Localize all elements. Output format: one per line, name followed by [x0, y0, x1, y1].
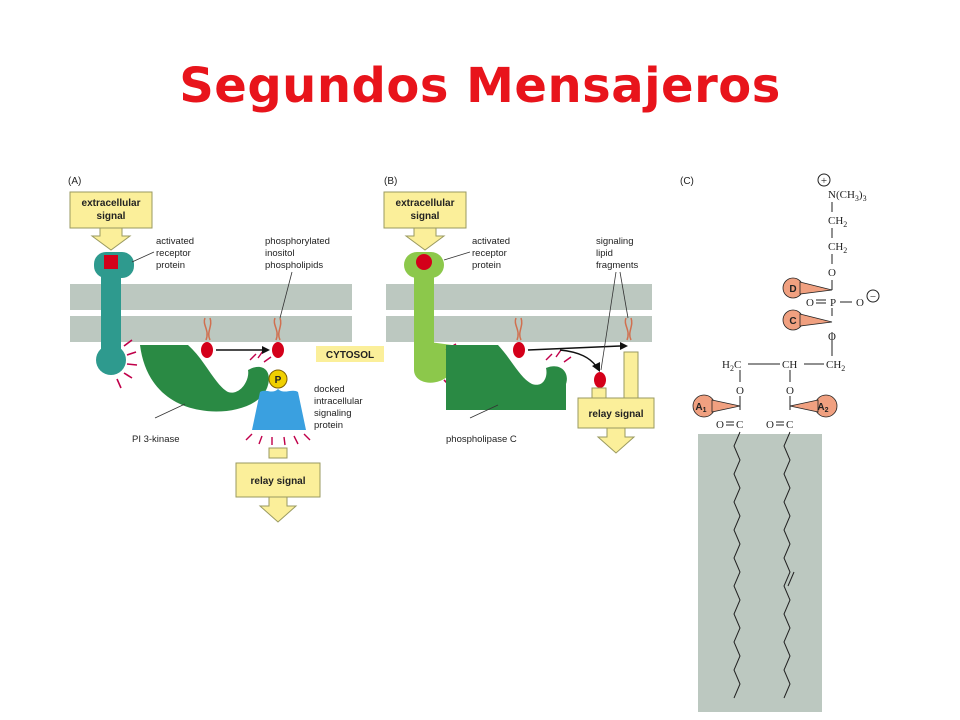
lipid-fragment-tail — [624, 317, 633, 341]
phosphorus: P — [830, 297, 836, 309]
phosphorylated-lipid-a — [272, 317, 284, 358]
hydrophobic-region — [698, 434, 822, 712]
carbonyl-o-left: O — [716, 419, 724, 431]
choline-group: N(CH3)3 — [828, 189, 867, 203]
fragments-label-line1: signaling — [596, 236, 634, 247]
phospholipase-c-site: C — [782, 309, 833, 331]
fatty-acid-chain-2 — [783, 431, 791, 699]
phosphate-o-right: O — [856, 297, 864, 309]
pi3-kinase-label: PI 3-kinase — [132, 434, 180, 445]
cleavage-arrow-right — [527, 345, 621, 351]
phospholipase-a1-site: A1 — [692, 394, 741, 418]
pi3-kinase-enzyme — [140, 345, 269, 412]
receptor-label-a3: protein — [156, 260, 185, 271]
extracellular-signal-label-a2: signal — [97, 211, 126, 222]
ch2-mid: CH2 — [828, 241, 847, 255]
relay-signal-box-a: relay signal — [235, 447, 321, 523]
oxygen-1: O — [828, 267, 836, 279]
receptor-label-b1: activated — [472, 236, 510, 247]
fatty-acid-chain-1 — [733, 431, 741, 699]
inositol-lipid-a — [201, 317, 213, 358]
c-site-label: C — [789, 316, 796, 327]
relay-signal-box-b: relay signal — [577, 351, 655, 454]
cleavage-arrow-down — [559, 349, 597, 367]
extracellular-signal-box-b: extracellular signal — [383, 191, 467, 251]
relay-signal-label-a: relay signal — [250, 476, 305, 487]
panel-a-label: (A) — [68, 176, 81, 187]
a1-site-label: A1 — [695, 402, 706, 414]
docked-label-line2: intracellular — [314, 396, 363, 407]
cytosol-tag — [316, 346, 384, 362]
headgroup-bonds — [739, 202, 833, 410]
carbonyl-o-right: O — [766, 419, 774, 431]
carbonyl-c-left: C — [736, 419, 743, 431]
phospholipase-c-label: phospholipase C — [446, 434, 517, 445]
extracellular-signal-label-a1: extracellular — [82, 198, 141, 209]
extracellular-signal-label-b2: signal — [411, 211, 440, 222]
lipid-b — [513, 317, 525, 358]
d-site-label: D — [789, 284, 796, 295]
ch2-top: CH2 — [828, 215, 847, 229]
phosphate-o-left: O — [806, 297, 814, 309]
signal-molecule-b — [416, 254, 432, 270]
signal-molecule-a — [104, 255, 118, 269]
ester-oxygen-right: O — [786, 385, 794, 397]
oxygen-2: O — [828, 331, 836, 343]
panel-a: (A) extracellular signal — [68, 176, 384, 523]
phospho-label-line1: phosphorylated — [265, 236, 330, 247]
panel-c: (C) + N(CH3)3 CH2 CH2 O — [680, 173, 880, 712]
fragments-label-line2: lipid — [596, 248, 613, 259]
docked-signaling-protein: P — [245, 369, 311, 446]
slide-title: Segundos Mensajeros — [179, 58, 781, 114]
docked-label-line1: docked — [314, 384, 345, 395]
glycerol-h2c: H2C — [722, 359, 741, 373]
extracellular-signal-label-b1: extracellular — [396, 198, 455, 209]
receptor-label-a2: receptor — [156, 248, 191, 259]
phospholipase-d-site: D — [782, 277, 833, 299]
docked-label-line4: protein — [314, 420, 343, 431]
carbonyl-c-right: C — [786, 419, 793, 431]
panel-b: (B) extracellular signal — [383, 176, 655, 454]
glycerol-ch2: CH2 — [826, 359, 845, 373]
docked-label-line3: signaling — [314, 408, 352, 419]
extracellular-signal-box-a: extracellular signal — [69, 191, 153, 251]
minus-charge: − — [870, 291, 876, 303]
phospho-label-line3: phospholipids — [265, 260, 323, 271]
plus-charge: + — [821, 175, 827, 187]
receptor-label-b3: protein — [472, 260, 501, 271]
fragments-label-line3: fragments — [596, 260, 638, 271]
cis-double-bond — [787, 571, 795, 587]
panel-b-label: (B) — [384, 176, 397, 187]
cytosol-label: CYTOSOL — [326, 350, 374, 361]
phospholipase-c-enzyme — [446, 345, 567, 410]
glycerol-ch: CH — [782, 359, 797, 371]
receptor-label-a1: activated — [156, 236, 194, 247]
phospholipase-a2-site: A2 — [789, 394, 838, 418]
phosphate-label: P — [275, 375, 282, 386]
a2-site-label: A2 — [817, 402, 828, 414]
lipid-fragment-head — [594, 372, 606, 388]
receptor-protein-a — [94, 252, 138, 389]
receptor-label-b2: receptor — [472, 248, 507, 259]
relay-signal-label-b: relay signal — [588, 409, 643, 420]
panel-c-label: (C) — [680, 176, 694, 187]
phospho-label-line2: inositol — [265, 248, 295, 259]
ester-oxygen-left: O — [736, 385, 744, 397]
